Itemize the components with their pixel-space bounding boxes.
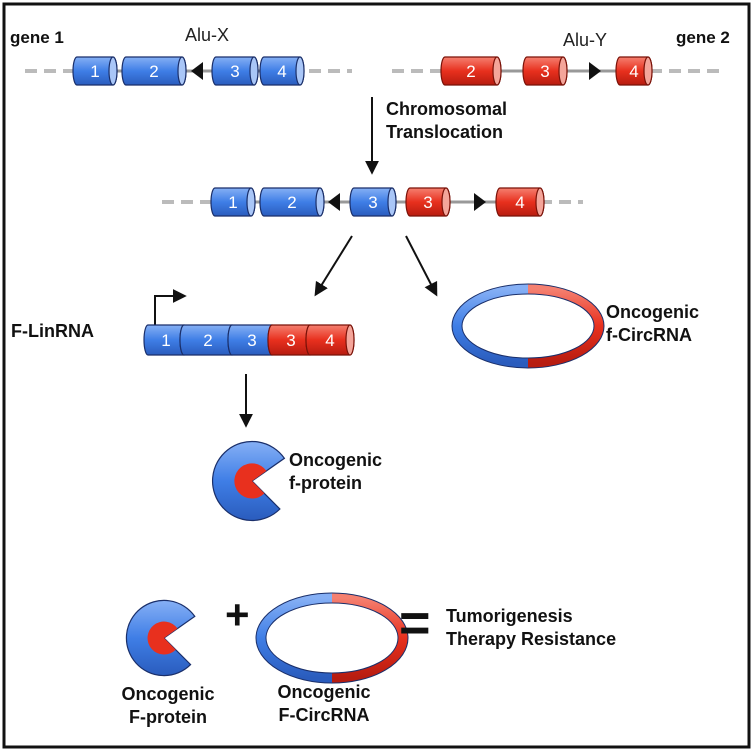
exon-number: 4 — [325, 331, 334, 350]
protein-label-line1: Oncogenic — [289, 450, 382, 470]
linrna-label: F-LinRNA — [11, 321, 94, 341]
gene1-label: gene 1 — [10, 28, 64, 47]
exon-number: 2 — [203, 331, 212, 350]
alu-y-triangle — [589, 62, 601, 80]
circrna-label-line2: f-CircRNA — [606, 325, 692, 345]
exon-number: 3 — [286, 331, 295, 350]
equation-protein-line1: Oncogenic — [121, 684, 214, 704]
equals-sign: = — [399, 593, 431, 653]
exon-number: 1 — [161, 331, 170, 350]
exon-number: 1 — [90, 62, 99, 81]
equation-circrna-line1: Oncogenic — [277, 682, 370, 702]
exon-number: 3 — [423, 193, 432, 212]
process-label-line2: Translocation — [386, 122, 503, 142]
protein-icon — [211, 440, 286, 522]
gene1-exon-1: 1 — [72, 56, 118, 86]
arrow-to-circrna — [405, 235, 438, 297]
result-line1: Tumorigenesis — [446, 606, 573, 626]
circrna-label-line1: Oncogenic — [606, 302, 699, 322]
fusion-exon-4: 4 — [495, 187, 545, 217]
exon-number: 4 — [277, 62, 286, 81]
fusion-exon-1: 1 — [210, 187, 256, 217]
fusion-alu-x-triangle — [328, 193, 340, 211]
gene1-exon-4: 4 — [259, 56, 305, 86]
gene1-exon-3: 3 — [211, 56, 259, 86]
exon-number: 4 — [515, 193, 524, 212]
exon-number: 2 — [466, 62, 475, 81]
equation-circrna-ring — [255, 592, 409, 684]
exon-number: 4 — [629, 62, 638, 81]
exon-number: 3 — [230, 62, 239, 81]
equation-circrna-line2: F-CircRNA — [278, 705, 369, 725]
exon-number: 3 — [247, 331, 256, 350]
equation-protein-line2: F-protein — [129, 707, 207, 727]
gene2-exon-4: 4 — [615, 56, 653, 86]
protein-label-line2: f-protein — [289, 473, 362, 493]
exon-number: 2 — [149, 62, 158, 81]
exon-number: 2 — [287, 193, 296, 212]
gene2-exon-3: 3 — [522, 56, 568, 86]
process-label-line1: Chromosomal — [386, 99, 507, 119]
circrna-ring — [451, 283, 605, 369]
transcription-start-arrow — [154, 289, 187, 325]
fusion-exon-3-gene1: 3 — [349, 187, 397, 217]
plus-sign: + — [225, 591, 250, 638]
exon-number: 3 — [540, 62, 549, 81]
gene1-exon-2: 2 — [121, 56, 187, 86]
alu-y-label: Alu-Y — [563, 30, 607, 50]
linrna-exon-4: 4 — [305, 324, 355, 356]
exon-number: 1 — [228, 193, 237, 212]
gene2-label: gene 2 — [676, 28, 730, 47]
alu-x-label: Alu-X — [185, 25, 229, 45]
gene2-exon-2: 2 — [440, 56, 502, 86]
fusion-exon-3-gene2: 3 — [405, 187, 451, 217]
result-line2: Therapy Resistance — [446, 629, 616, 649]
equation-protein-icon — [125, 599, 196, 677]
fusion-exon-2: 2 — [259, 187, 325, 217]
fusion-alu-y-triangle — [474, 193, 486, 211]
exon-number: 3 — [368, 193, 377, 212]
alu-x-triangle — [191, 62, 203, 80]
arrow-to-linrna — [314, 235, 353, 297]
